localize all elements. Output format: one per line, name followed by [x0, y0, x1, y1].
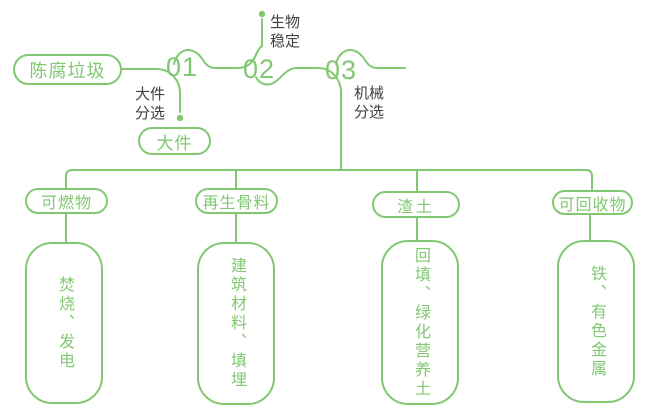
step-number-03: 03 — [325, 55, 358, 85]
category-node-recycled-aggregate: 再生骨料 — [195, 188, 278, 214]
source-label: 陈腐垃圾 — [29, 60, 106, 81]
category-label: 可燃物 — [40, 195, 92, 212]
bio-stabilization-dot — [258, 10, 266, 18]
category-node-slag-soil: 渣土 — [372, 191, 460, 218]
disposal-label: 焚烧、发电 — [56, 275, 73, 371]
disposal-node-metals: 铁、有色金属 — [557, 240, 635, 403]
process-label-mechanical-sorting: 机械 分选 — [354, 85, 385, 121]
category-label: 再生骨料 — [202, 195, 271, 212]
category-label: 可回收物 — [558, 196, 627, 214]
category-node-recyclables: 可回收物 — [552, 190, 633, 215]
process-label-bulky-sorting: 大件 分选 — [135, 86, 166, 122]
category-label: 渣土 — [396, 198, 435, 216]
process-label-bio-stabilization: 生物 稳定 — [270, 14, 301, 50]
disposal-label: 建筑材料、填埋 — [228, 257, 245, 390]
disposal-node-backfill-soil: 回填、绿化营养土 — [381, 240, 459, 405]
step-number-01: 01 — [166, 52, 199, 82]
source-node: 陈腐垃圾 — [13, 54, 122, 85]
disposal-label: 回填、绿化营养土 — [412, 246, 429, 399]
main-flow-line — [121, 18, 406, 171]
bulky-branch-dot — [176, 114, 184, 122]
category-node-combustibles: 可燃物 — [25, 188, 108, 214]
disposal-label: 铁、有色金属 — [588, 264, 605, 379]
bulky-output-node: 大件 — [138, 127, 211, 155]
bulky-output-label: 大件 — [156, 133, 193, 153]
disposal-node-incineration: 焚烧、发电 — [25, 242, 103, 404]
disposal-node-construction-material: 建筑材料、填埋 — [197, 242, 275, 405]
step-number-02: 02 — [243, 54, 276, 84]
distribution-line — [65, 169, 593, 244]
